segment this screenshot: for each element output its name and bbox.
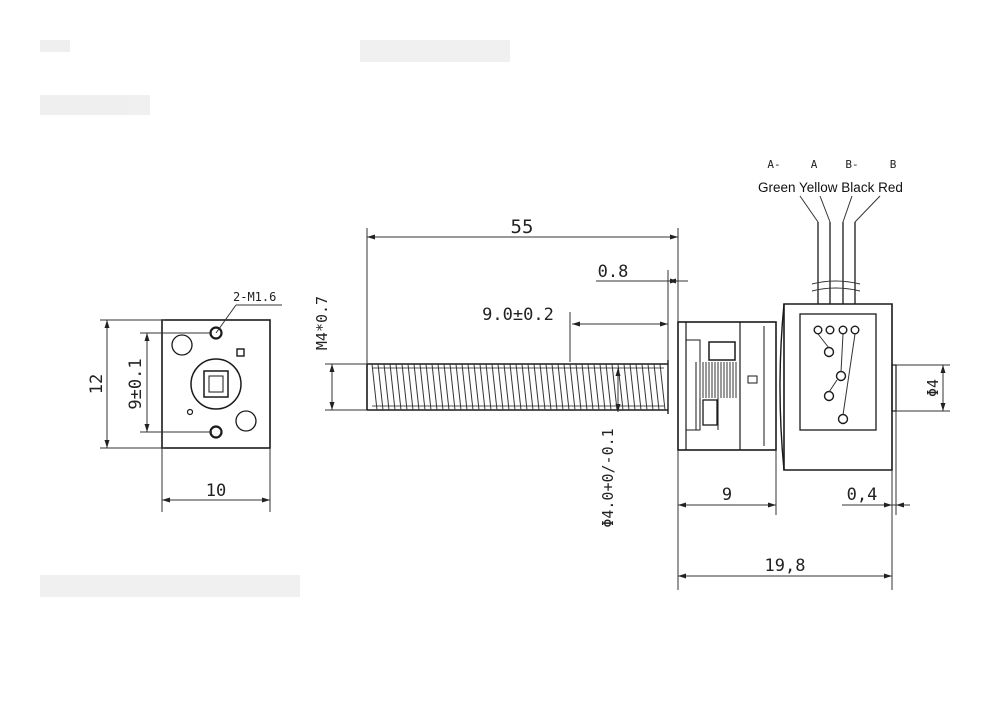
- arrowhead: [329, 402, 335, 410]
- boss-height-dimension: 0,4: [847, 485, 878, 505]
- arrowhead: [144, 333, 150, 341]
- thread-line: [425, 363, 432, 411]
- arrowhead: [615, 404, 621, 412]
- thread-line: [473, 363, 480, 411]
- thread-line: [641, 363, 648, 411]
- thread-line: [599, 363, 606, 411]
- thread-length-dimension: 55: [511, 216, 534, 238]
- arrowhead: [940, 365, 946, 373]
- thread-line: [491, 363, 498, 411]
- arrowhead: [329, 364, 335, 372]
- hole-spacing-dimension: 9±0.1: [126, 358, 146, 409]
- thread-line: [515, 363, 522, 411]
- thread-line: [605, 363, 612, 411]
- thread-line: [503, 363, 510, 411]
- height-dimension: 12: [87, 374, 107, 394]
- pin-label-b-minus: B-: [845, 158, 858, 171]
- thread-line: [593, 363, 600, 411]
- wire-bundle: [799, 195, 881, 304]
- thread-line: [611, 363, 618, 411]
- thread-line: [389, 363, 396, 411]
- arrowhead: [262, 497, 270, 503]
- gearbox: [677, 321, 777, 451]
- background-watermark: [40, 40, 510, 597]
- thread-line: [527, 363, 534, 411]
- thread-line: [521, 363, 528, 411]
- thread-line: [539, 363, 546, 411]
- arrowhead: [615, 368, 621, 376]
- thread-line: [431, 363, 438, 411]
- arrowhead: [940, 403, 946, 411]
- thread-line: [563, 363, 570, 411]
- arrowhead: [884, 502, 892, 508]
- thread-line: [635, 363, 642, 411]
- thread-line: [497, 363, 504, 411]
- arrowhead: [670, 278, 678, 284]
- thread-line: [419, 363, 426, 411]
- motor-body: [779, 303, 897, 471]
- thread-line: [557, 363, 564, 411]
- thread-line: [461, 363, 468, 411]
- arrowhead: [572, 321, 580, 327]
- arrowhead: [678, 573, 686, 579]
- wire-colors-label: Green Yellow Black Red: [758, 180, 903, 195]
- thread-offset-dimension: 9.0±0.2: [482, 305, 554, 325]
- thread-line: [653, 363, 660, 411]
- thread-line: [485, 363, 492, 411]
- mount-holes-label: 2-M1.6: [233, 290, 276, 304]
- thread-line: [383, 363, 390, 411]
- gearbox-length-dimension: 9: [722, 485, 732, 505]
- body-diameter-dimension: Φ4: [924, 379, 942, 397]
- thread-line: [545, 363, 552, 411]
- thread-line: [377, 363, 384, 411]
- threaded-rod: [366, 360, 669, 414]
- thread-line: [575, 363, 582, 411]
- arrowhead: [104, 320, 110, 328]
- arrowhead: [884, 573, 892, 579]
- thread-line: [449, 363, 456, 411]
- thread-line: [659, 363, 666, 411]
- thread-line: [551, 363, 558, 411]
- side-view-dimension-lines: [325, 228, 950, 590]
- arrowhead: [104, 440, 110, 448]
- thread-spec-dimension: M4*0.7: [313, 296, 331, 350]
- thread-line: [479, 363, 486, 411]
- thread-line: [629, 363, 636, 411]
- thread-line: [569, 363, 576, 411]
- pin-label-b: B: [890, 158, 897, 171]
- arrowhead: [670, 234, 678, 240]
- arrowhead: [768, 502, 776, 508]
- total-length-dimension: 19,8: [765, 556, 806, 576]
- arrowhead: [367, 234, 375, 240]
- thread-line: [371, 363, 378, 411]
- pin-label-a: A: [811, 158, 818, 171]
- arrowhead: [144, 424, 150, 432]
- thread-line: [581, 363, 588, 411]
- arrowhead: [678, 502, 686, 508]
- dimension-arrows: [104, 234, 946, 579]
- arrowhead: [896, 502, 904, 508]
- front-view-dimension-lines: [100, 319, 271, 512]
- thread-line: [455, 363, 462, 411]
- front-view: [161, 304, 282, 449]
- pin-label-a-minus: A-: [767, 158, 780, 171]
- thread-line: [509, 363, 516, 411]
- thread-line: [407, 363, 414, 411]
- arrowhead: [660, 321, 668, 327]
- gap-dimension: 0.8: [598, 262, 629, 282]
- thread-line: [413, 363, 420, 411]
- width-dimension: 10: [206, 481, 226, 501]
- thread-line: [587, 363, 594, 411]
- thread-line: [623, 363, 630, 411]
- thread-line: [395, 363, 402, 411]
- thread-line: [437, 363, 444, 411]
- thread-line: [533, 363, 540, 411]
- thread-line: [401, 363, 408, 411]
- thread-line: [647, 363, 654, 411]
- shaft-diameter-dimension: Φ4.0+0/-0.1: [599, 428, 617, 527]
- thread-line: [467, 363, 474, 411]
- thread-line: [443, 363, 450, 411]
- arrowhead: [162, 497, 170, 503]
